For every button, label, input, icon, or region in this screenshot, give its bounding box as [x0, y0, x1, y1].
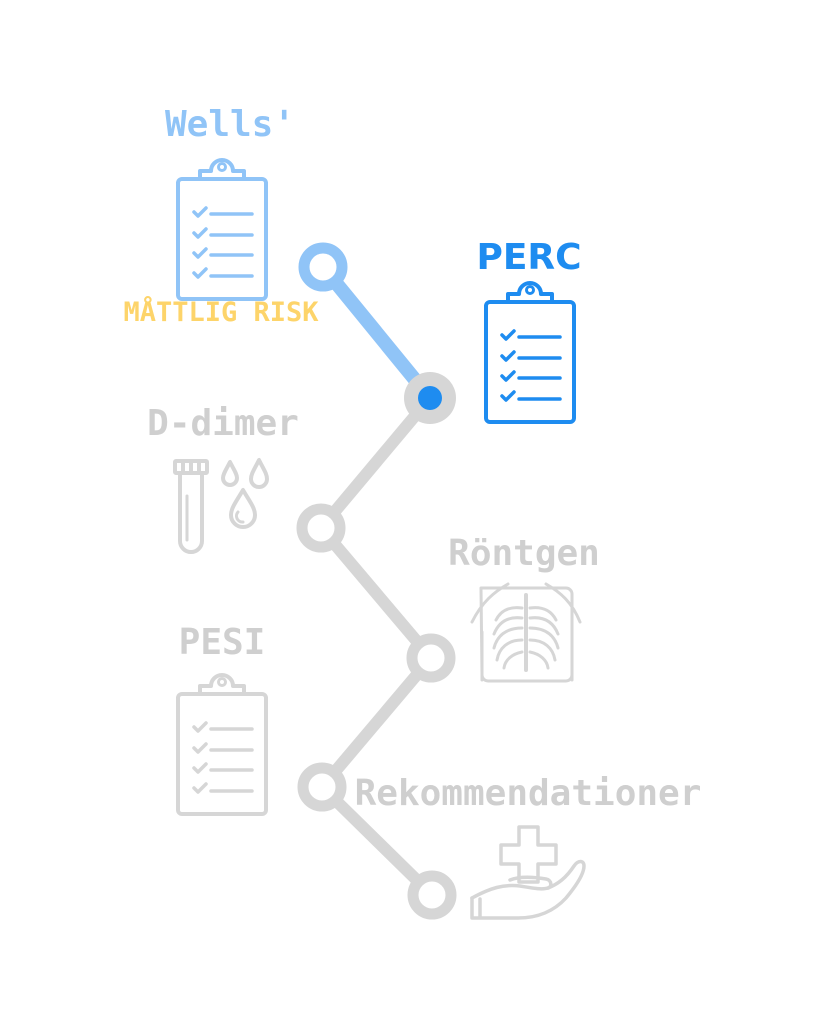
hand-medical-cross-icon: [470, 825, 586, 920]
connector-ddimer-rontgen: [315, 522, 437, 664]
step-pesi[interactable]: PESI: [176, 622, 268, 816]
node-rontgen[interactable]: [406, 633, 456, 683]
node-rekommendationer[interactable]: [407, 870, 457, 920]
step-label-rekommendationer: Rekommendationer: [355, 773, 702, 814]
step-ddimer[interactable]: D-dimer: [147, 403, 299, 554]
test-tube-blood-drops-icon: [173, 458, 269, 554]
connector-rontgen-pesi: [316, 652, 437, 793]
wells-risk-result: MÅTTLIG RISK: [123, 296, 319, 328]
step-label-ddimer: D-dimer: [147, 403, 299, 444]
clipboard-icon: [176, 158, 268, 301]
step-perc[interactable]: PERC: [476, 237, 582, 424]
connector-perc-ddimer: [315, 392, 436, 534]
step-label-pesi: PESI: [179, 622, 266, 663]
step-rekommendationer[interactable]: Rekommendationer: [355, 773, 702, 920]
node-ddimer[interactable]: [296, 503, 346, 553]
node-wells[interactable]: [298, 242, 348, 292]
connector-pesi-rekommendationer: [316, 781, 438, 901]
step-label-wells: Wells': [165, 104, 295, 145]
pathway-connectors: [315, 260, 438, 901]
clipboard-icon: [484, 281, 576, 424]
chest-xray-icon: [470, 582, 582, 683]
node-perc[interactable]: [404, 372, 456, 424]
node-pesi[interactable]: [297, 762, 347, 812]
step-label-perc: PERC: [476, 237, 581, 278]
pathway-nodes: [296, 242, 457, 920]
step-rontgen[interactable]: Röntgen: [448, 533, 600, 683]
step-wells[interactable]: Wells' MÅTTLIG RISK: [123, 104, 319, 328]
clipboard-icon: [176, 673, 268, 816]
step-label-rontgen: Röntgen: [448, 533, 600, 574]
connector-wells-perc: [316, 260, 437, 405]
